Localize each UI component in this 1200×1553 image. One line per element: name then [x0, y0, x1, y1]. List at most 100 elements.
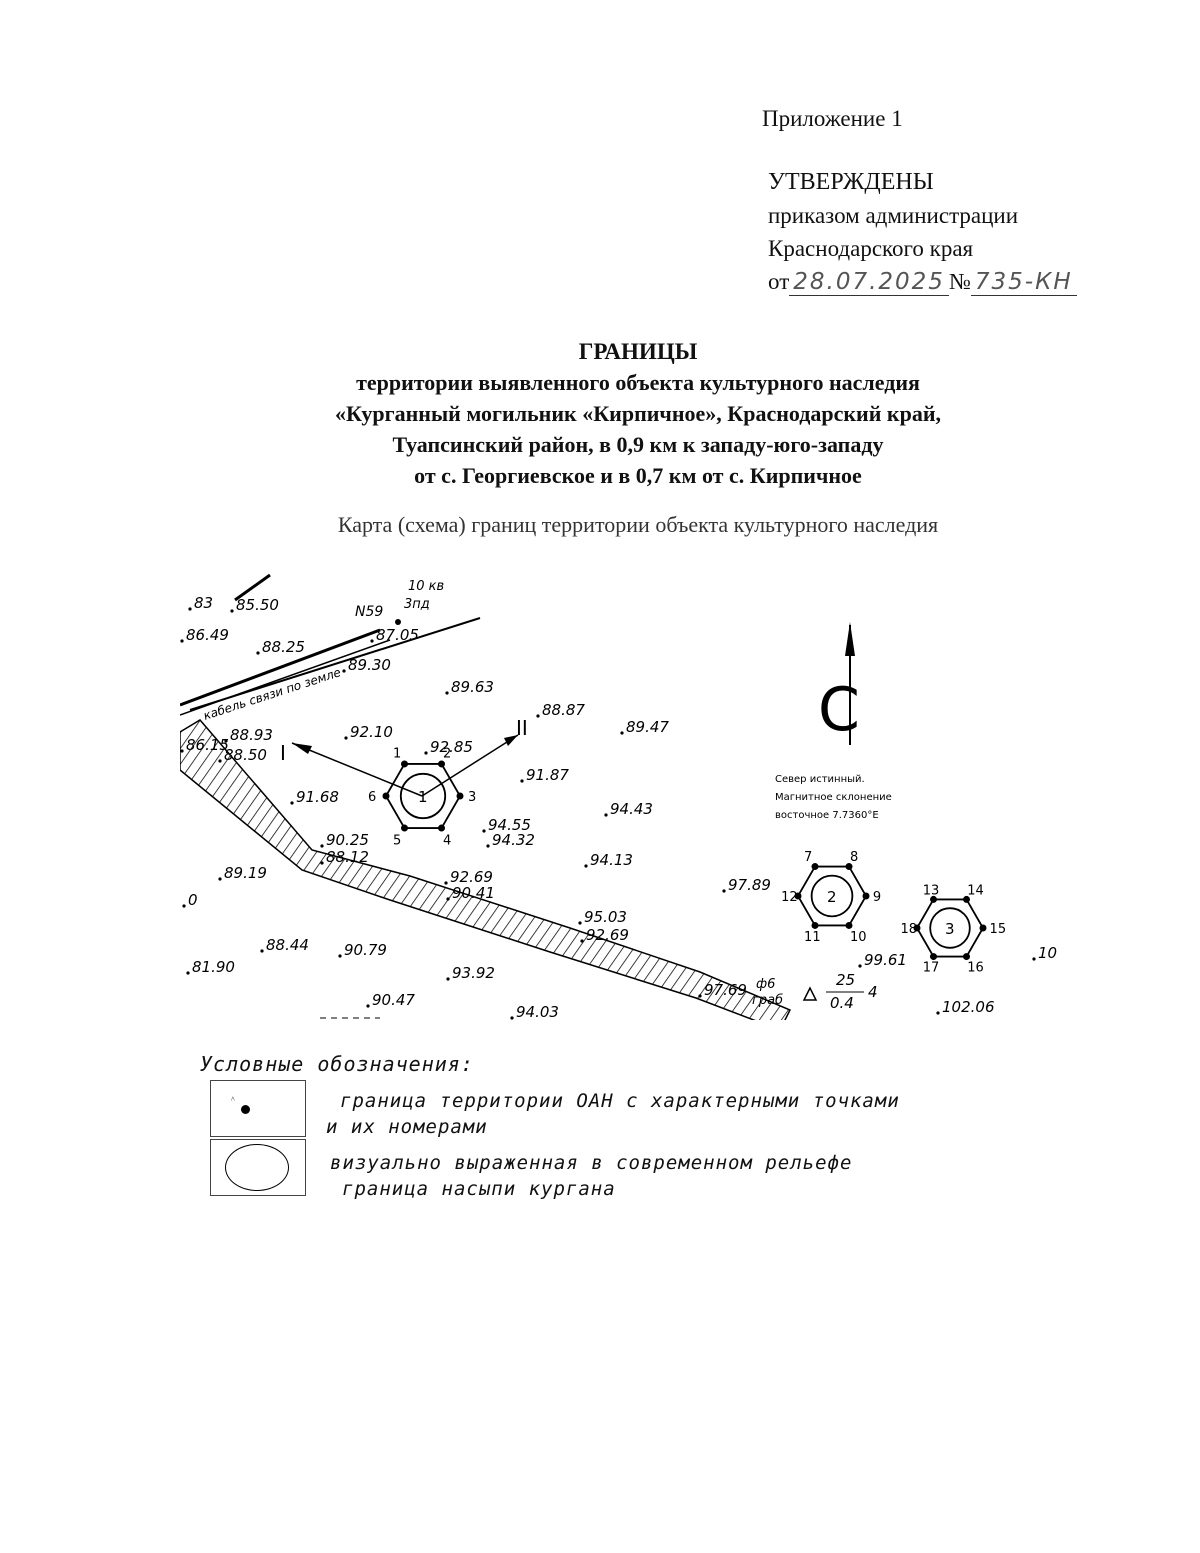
elevation-label: 102.06 — [942, 998, 995, 1016]
legend-point-number: ^ — [231, 1095, 235, 1104]
section-mark-ii: II — [516, 716, 528, 740]
elevation-point — [260, 949, 264, 953]
road-tick — [234, 573, 271, 602]
boundary-point — [862, 892, 870, 900]
elevation-label: 88.12 — [326, 848, 369, 866]
legend-circle-icon — [225, 1144, 289, 1191]
elevation-label: 86.15 — [186, 736, 229, 754]
title-line-3: Туапсинский район, в 0,9 км к западу-юго… — [392, 432, 884, 457]
elevation-point — [320, 861, 324, 865]
title-line-2: «Курганный могильник «Кирпичное», Красно… — [335, 401, 941, 426]
boundary-point-number: 6 — [368, 790, 376, 805]
elevation-point — [424, 751, 428, 755]
elevation-point — [344, 736, 348, 740]
elevation-label: 90.79 — [344, 941, 387, 959]
elevation-point — [580, 939, 584, 943]
boundary-point-number: 1 — [393, 747, 401, 762]
boundary-point-number: 10 — [850, 930, 867, 945]
elevation-label: 81.90 — [192, 958, 235, 976]
elevation-point — [366, 1004, 370, 1008]
boundary-point — [382, 792, 390, 800]
elevation-label: 89.47 — [626, 718, 669, 736]
boundary-point — [845, 863, 853, 871]
mound-embankment — [810, 874, 854, 918]
elevation-label: 88.93 — [230, 726, 273, 744]
section-mark-i: I — [280, 741, 286, 765]
elevation-label: 88.87 — [542, 701, 585, 719]
elevation-label: 85.50 — [236, 596, 279, 614]
legend-item-1: граница территории ОАН с характерными то… — [326, 1088, 900, 1140]
elevation-point — [1032, 957, 1036, 961]
elevation-label: 83 — [194, 594, 213, 612]
elevation-label: 10 — [1038, 944, 1057, 962]
title-line-4: от с. Георгиевское и в 0,7 км от с. Кирп… — [414, 463, 862, 488]
boundary-point-number: 17 — [923, 961, 940, 976]
elevation-point — [482, 829, 486, 833]
elevation-point — [338, 954, 342, 958]
pole-note-2: 3пд — [404, 597, 430, 612]
elevation-label: 91.87 — [526, 766, 569, 784]
cable-line-upper — [180, 628, 381, 707]
handwritten-number: 735-КН — [970, 269, 1077, 296]
boundary-point — [845, 921, 853, 929]
boundary-point-number: 2 — [443, 747, 451, 762]
elevation-point — [486, 844, 490, 848]
elevation-point — [510, 1016, 514, 1020]
elevation-label: 94.03 — [516, 1003, 559, 1021]
elevation-point — [180, 639, 184, 643]
elevation-point — [218, 759, 222, 763]
section-line — [291, 742, 423, 797]
boundary-point-number: 7 — [804, 850, 812, 865]
elevation-point — [584, 864, 588, 868]
mound-number: 3 — [945, 920, 955, 938]
elevation-label: 99.61 — [864, 951, 907, 969]
elevation-label: 92.85 — [430, 738, 473, 756]
elevation-point — [578, 921, 582, 925]
elevation-point — [858, 964, 862, 968]
cable-line-main — [189, 617, 481, 711]
north-note-3: восточное 7.7360°E — [775, 810, 879, 821]
elevation-point — [180, 749, 184, 753]
elevation-label: 86.49 — [186, 626, 229, 644]
boundary-point-number: 11 — [804, 930, 821, 945]
boundary-point-number: 13 — [923, 883, 940, 898]
elevation-label: 87.05 — [376, 626, 419, 644]
elevation-point — [188, 607, 192, 611]
elevation-label: 88.50 — [224, 746, 267, 764]
elevation-point — [320, 844, 324, 848]
elevation-point — [370, 639, 374, 643]
elevation-label: 89.63 — [451, 678, 494, 696]
boundary-point-number: 18 — [900, 922, 917, 937]
title-main: ГРАНИЦЫ — [578, 339, 698, 364]
pole-note-1: 10 кв — [408, 579, 444, 594]
date-prefix: от — [768, 269, 790, 294]
elevation-point — [445, 691, 449, 695]
legend-item-1-line-2: и их номерами — [326, 1116, 488, 1138]
north-note-2: Магнитное склонение — [775, 792, 892, 803]
mound-embankment — [929, 907, 971, 949]
boundary-point-number: 8 — [850, 850, 858, 865]
document-title: ГРАНИЦЫ территории выявленного объекта к… — [0, 336, 1200, 491]
elevation-point — [604, 813, 608, 817]
title-line-1: территории выявленного объекта культурно… — [356, 370, 920, 395]
elevation-point — [698, 994, 702, 998]
legend-swatch-mound — [210, 1139, 306, 1196]
approval-block: УТВЕРЖДЕНЫ приказом администрации Красно… — [768, 166, 1077, 299]
tree-fraction-bottom: 0.4 — [830, 994, 854, 1012]
legend-item-2-line-1: визуально выраженная в современном релье… — [330, 1152, 853, 1174]
elevation-label: 93.92 — [452, 964, 495, 982]
legend-title: Условные обозначения: — [200, 1052, 474, 1076]
elevation-point — [230, 609, 234, 613]
tree-count: 4 — [868, 983, 878, 1001]
elevation-label: 94.43 — [610, 800, 653, 818]
handwritten-date: 28.07.2025 — [789, 269, 949, 296]
number-prefix: № — [948, 269, 971, 294]
elevation-point — [224, 739, 228, 743]
boundary-point — [930, 953, 937, 961]
approved-line-3: Краснодарского края — [768, 236, 974, 261]
